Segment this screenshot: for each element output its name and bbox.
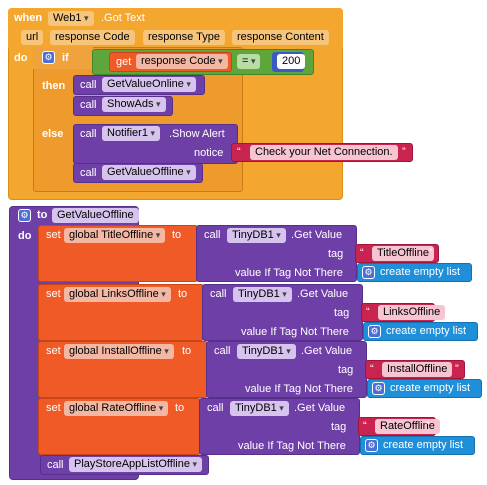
event-component-dropdown[interactable]: Web1 [48,11,94,26]
tag-label: tag [331,421,347,433]
param-response-type[interactable]: response Type [143,30,225,45]
get-value-label: .Get Value [294,402,346,414]
then-label: then [42,80,66,92]
proc-dropdown-playstoreapplistoffline[interactable]: PlayStoreAppListOffline [69,457,203,472]
quote-open: “ [363,420,367,432]
call-label: call [80,167,97,179]
gear-icon[interactable]: ⚙ [42,51,55,64]
tinydb-dropdown[interactable]: TinyDB1 [237,344,296,359]
quote-open: “ [237,146,241,158]
create-empty-list-block[interactable] [363,322,478,341]
notice-label: notice [194,147,224,159]
get-value-label: .Get Value [301,345,353,357]
set-label: set [46,288,61,300]
tag-label: tag [338,364,354,376]
call-label: call [204,229,221,241]
tag-text[interactable]: TitleOffline [372,246,434,261]
get-value-label: .Get Value [291,229,343,241]
call-label: call [80,79,97,91]
get-label: get [116,56,132,68]
call-label: call [47,459,64,471]
else-label: else [42,128,64,140]
proc-do-label: do [18,230,32,242]
number-value[interactable]: 200 [277,54,306,69]
call-label: call [80,99,97,111]
set-to-label: to [182,345,192,357]
quote-close: ” [425,306,429,318]
gear-icon[interactable]: ⚙ [362,266,375,279]
get-var-dropdown[interactable]: response Code [136,54,228,69]
event-do-label: do [14,52,28,64]
create-empty-list-label: create empty list [386,325,467,337]
set-var-dropdown[interactable]: global RateOffline [64,401,169,416]
tag-text[interactable]: RateOffline [375,419,440,434]
proc-to-label: to [37,209,48,221]
tag-text[interactable]: InstallOffline [382,362,453,377]
param-response-code[interactable]: response Code [50,30,135,45]
set-to-label: to [172,229,182,241]
set-var-dropdown[interactable]: global LinksOffline [64,287,171,302]
value-if-not-there-label: value If Tag Not There [235,267,343,279]
gear-icon[interactable]: ⚙ [368,325,381,338]
create-empty-list-block[interactable] [357,263,472,282]
tag-label: tag [334,307,350,319]
tinydb-dropdown[interactable]: TinyDB1 [227,228,286,243]
quote-close: ” [455,363,459,375]
quote-open: “ [366,306,370,318]
call-label: call [210,288,227,300]
call-label: call [207,402,224,414]
value-if-not-there-label: value If Tag Not There [238,440,346,452]
if-label: if [62,52,69,64]
proc-dropdown-getvalueoffline[interactable]: GetValueOffline [102,165,196,180]
set-var-dropdown[interactable]: global TitleOffline [64,228,166,243]
proc-name-field[interactable]: GetValueOffline [52,208,139,223]
create-empty-list-block[interactable] [360,436,475,455]
gear-icon[interactable]: ⚙ [365,439,378,452]
set-label: set [46,229,61,241]
get-value-label: .Get Value [297,288,349,300]
create-empty-list-label: create empty list [390,382,471,394]
create-empty-list-block[interactable] [367,379,482,398]
tinydb-dropdown[interactable]: TinyDB1 [233,287,292,302]
create-empty-list-label: create empty list [383,439,464,451]
param-response-content[interactable]: response Content [232,30,329,45]
notifier-dropdown[interactable]: Notifier1 [102,126,160,141]
quote-close: ” [402,146,406,158]
set-to-label: to [178,288,188,300]
value-if-not-there-label: value If Tag Not There [241,326,349,338]
proc-dropdown-getvalueonline[interactable]: GetValueOnline [102,77,196,92]
create-empty-list-label: create empty list [380,266,461,278]
tag-label: tag [328,248,344,260]
quote-open: “ [370,363,374,375]
notice-text[interactable]: Check your Net Connection. [250,145,398,160]
quote-close: ” [429,247,433,259]
call-label: call [80,128,97,140]
quote-open: “ [360,247,364,259]
set-to-label: to [175,402,185,414]
show-alert-label: .Show Alert [169,128,225,140]
event-name-label: .Got Text [101,12,145,24]
call-label: call [214,345,231,357]
proc-dropdown-showads[interactable]: ShowAds [102,97,166,112]
set-label: set [46,345,61,357]
set-label: set [46,402,61,414]
gear-icon[interactable]: ⚙ [372,382,385,395]
param-url[interactable]: url [21,30,44,45]
value-if-not-there-label: value If Tag Not There [245,383,353,395]
quote-close: ” [426,420,430,432]
tinydb-dropdown[interactable]: TinyDB1 [230,401,289,416]
gear-icon[interactable]: ⚙ [18,209,31,222]
tag-text[interactable]: LinksOffline [378,305,446,320]
operator-dropdown[interactable]: = [237,54,261,69]
event-when-label: when [14,12,43,24]
set-var-dropdown[interactable]: global InstallOffline [64,344,174,359]
